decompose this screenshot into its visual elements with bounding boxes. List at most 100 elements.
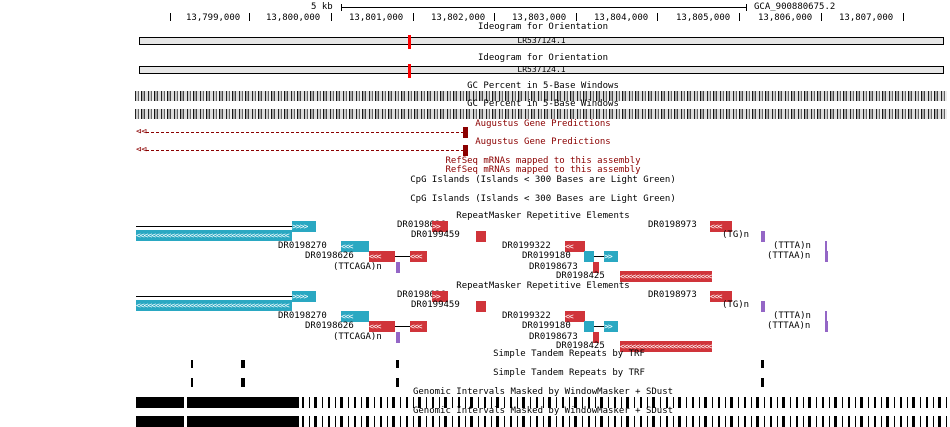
track-title: Simple Tandem Repeats by TRF bbox=[493, 349, 645, 359]
repeat-element[interactable]: <<<<<<<<<<<<<<<<<<<<<<<<<<<<<<<<<<<<<<<< bbox=[136, 300, 292, 311]
repeat-element[interactable]: >> bbox=[432, 291, 448, 302]
track-title: Augustus Gene Predictions bbox=[475, 137, 611, 147]
track-title: GC Percent in 5-Base Windows bbox=[467, 81, 619, 91]
repeat-feature[interactable] bbox=[191, 360, 193, 368]
repeat-element[interactable]: >>>> bbox=[292, 291, 316, 302]
repeat-label: DR0198270 bbox=[278, 241, 327, 251]
ideogram-bar[interactable]: LR537124.1 bbox=[139, 35, 944, 49]
repeat-element[interactable]: <<< bbox=[410, 251, 427, 262]
repeat-feature[interactable] bbox=[191, 378, 193, 387]
repeat-element[interactable]: <<<<<<<<<<<<<<<<<<<<<<<<<<<<<<<<<<<<<<<< bbox=[136, 230, 292, 241]
repeat-element[interactable]: <<< bbox=[710, 291, 732, 302]
repeat-link-line bbox=[594, 326, 604, 327]
repeat-element[interactable]: <<< bbox=[341, 311, 369, 322]
repeat-label: DR0198270 bbox=[278, 311, 327, 321]
masked-interval[interactable] bbox=[187, 397, 299, 408]
repeat-feature[interactable] bbox=[761, 378, 764, 387]
repeat-feature[interactable] bbox=[396, 378, 399, 387]
repeat-element[interactable]: <<< bbox=[710, 221, 732, 232]
repeat-element[interactable]: <<<<<<<<<<<<<<<<<<<<<<<<<< bbox=[620, 271, 712, 282]
ideogram-bar[interactable]: LR537124.1 bbox=[139, 64, 944, 78]
repeat-element[interactable] bbox=[584, 321, 594, 332]
repeat-element[interactable] bbox=[825, 311, 827, 322]
repeat-link-line bbox=[395, 326, 410, 327]
repeat-element[interactable] bbox=[593, 262, 599, 273]
repeat-label: DR0199180 bbox=[522, 251, 571, 261]
ruler-tick-label: 13,799,000 bbox=[186, 13, 241, 23]
track-title: RefSeq mRNAs mapped to this assembly bbox=[445, 156, 641, 166]
repeat-element[interactable]: <<< bbox=[341, 241, 369, 252]
ruler-tick-label: 13,806,000 bbox=[758, 13, 813, 23]
repeat-element[interactable] bbox=[761, 231, 765, 242]
repeat-element[interactable] bbox=[593, 332, 599, 343]
track-title: Genomic Intervals Masked by WindowMasker… bbox=[412, 387, 674, 397]
repeat-link-line bbox=[395, 256, 410, 257]
strand-arrow-icon: ⊲⊲ bbox=[136, 127, 147, 137]
repeat-element[interactable]: <<< bbox=[410, 321, 427, 332]
repeat-label: (TTCAGA)n bbox=[333, 262, 382, 272]
scale-bar bbox=[341, 7, 746, 8]
ruler-tick bbox=[903, 13, 904, 21]
repeat-label: DR0199459 bbox=[411, 230, 460, 240]
repeat-label: DR0199180 bbox=[522, 321, 571, 331]
repeat-label: DR0198626 bbox=[397, 290, 446, 300]
masked-interval[interactable] bbox=[302, 397, 947, 408]
masked-interval[interactable] bbox=[136, 397, 184, 408]
repeat-label: DR0198673 bbox=[529, 332, 578, 342]
repeat-label: DR0198626 bbox=[305, 251, 354, 261]
masked-interval[interactable] bbox=[136, 416, 184, 427]
track-title: Genomic Intervals Masked by WindowMasker… bbox=[412, 406, 674, 416]
repeat-label: DR0199459 bbox=[411, 300, 460, 310]
gene-exon[interactable] bbox=[463, 127, 468, 138]
repeat-label: DR0198673 bbox=[529, 262, 578, 272]
repeat-label: DR0198626 bbox=[397, 220, 446, 230]
repeat-feature[interactable] bbox=[241, 360, 245, 368]
repeat-feature[interactable] bbox=[396, 360, 399, 368]
gene-exon[interactable] bbox=[463, 145, 468, 156]
repeat-element[interactable]: << bbox=[565, 311, 585, 322]
masked-interval[interactable] bbox=[302, 416, 947, 427]
track-title: RefSeq mRNAs mapped to this assembly bbox=[445, 165, 641, 175]
ruler-tick-label: 13,800,000 bbox=[266, 13, 321, 23]
ideogram-position-marker bbox=[408, 64, 411, 78]
track-title: RepeatMasker Repetitive Elements bbox=[456, 281, 630, 291]
repeat-label: (TTCAGA)n bbox=[333, 332, 382, 342]
repeat-element[interactable] bbox=[761, 301, 765, 312]
repeat-element[interactable] bbox=[584, 251, 594, 262]
repeat-element[interactable]: <<< bbox=[369, 251, 395, 262]
repeat-element[interactable] bbox=[476, 301, 486, 312]
ruler-tick-label: 13,805,000 bbox=[676, 13, 731, 23]
gc-percent-wiggle[interactable] bbox=[135, 91, 947, 101]
repeat-label: DR0198425 bbox=[556, 271, 605, 281]
repeat-feature[interactable] bbox=[241, 378, 245, 387]
track-title: Simple Tandem Repeats by TRF bbox=[493, 368, 645, 378]
repeat-element[interactable]: <<<<<<<<<<<<<<<<<<<<<<<<<< bbox=[620, 341, 712, 352]
gc-percent-wiggle[interactable] bbox=[135, 109, 947, 119]
masked-interval[interactable] bbox=[187, 416, 299, 427]
ruler-tick-label: 13,803,000 bbox=[512, 13, 567, 23]
ruler-tick bbox=[249, 13, 250, 21]
repeat-element[interactable] bbox=[825, 251, 828, 262]
repeat-element[interactable] bbox=[396, 332, 400, 343]
repeat-label: (TTTAA)n bbox=[767, 251, 811, 261]
repeat-element[interactable] bbox=[825, 241, 827, 252]
repeat-element[interactable]: >> bbox=[604, 321, 618, 332]
repeat-element[interactable] bbox=[476, 231, 486, 242]
ruler-tick bbox=[739, 13, 740, 21]
repeat-label: DR0199322 bbox=[502, 241, 551, 251]
repeat-label: DR0198973 bbox=[648, 220, 697, 230]
repeat-element[interactable] bbox=[825, 321, 828, 332]
repeat-element[interactable]: << bbox=[565, 241, 585, 252]
repeat-element[interactable]: >> bbox=[604, 251, 618, 262]
repeat-feature[interactable] bbox=[761, 360, 764, 368]
repeat-element[interactable]: <<< bbox=[369, 321, 395, 332]
track-title: RepeatMasker Repetitive Elements bbox=[456, 211, 630, 221]
repeat-label: (TG)n bbox=[722, 230, 750, 240]
repeat-element[interactable]: >> bbox=[432, 221, 448, 232]
scale-bar-right-tick bbox=[746, 4, 747, 11]
repeat-element[interactable]: >>>> bbox=[292, 221, 316, 232]
repeat-element[interactable] bbox=[396, 262, 400, 273]
repeat-label: DR0198425 bbox=[556, 341, 605, 351]
ruler-tick-label: 13,801,000 bbox=[349, 13, 404, 23]
